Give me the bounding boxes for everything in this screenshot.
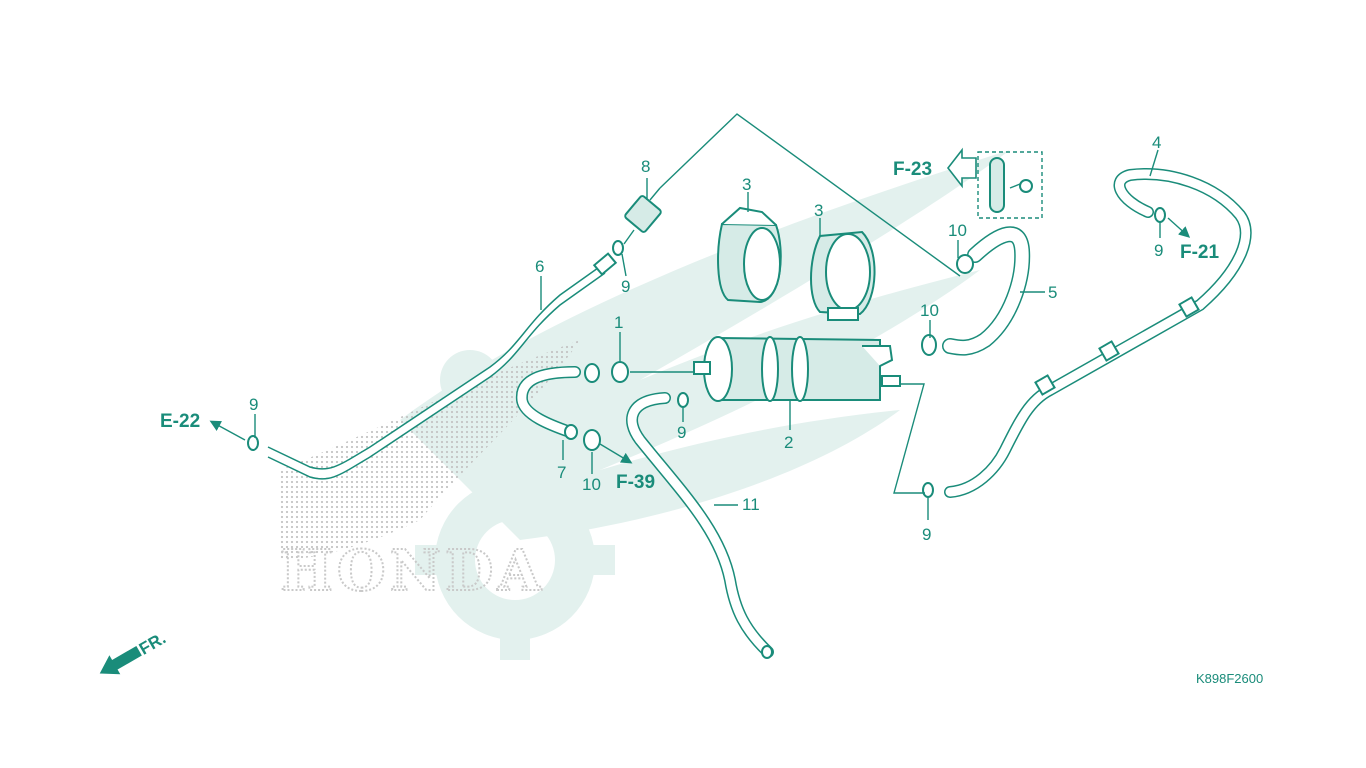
watermark-brand: HONDA — [280, 538, 545, 604]
hose-6 — [264, 252, 618, 480]
front-arrow-icon — [99, 645, 142, 675]
callout-11: 11 — [742, 495, 760, 514]
callout-5: 5 — [1048, 283, 1057, 302]
hose-11 — [626, 392, 774, 659]
hose-7 — [515, 363, 600, 440]
reference-arrow-icon — [946, 147, 977, 189]
ref-f39[interactable]: F-39 — [616, 472, 655, 493]
callout-7: 7 — [557, 463, 566, 482]
callout-9-right: 9 — [1154, 241, 1163, 260]
callout-10-upper: 10 — [948, 221, 967, 240]
hose-4 — [944, 168, 1252, 498]
callout-3-right: 3 — [814, 201, 823, 220]
callout-8: 8 — [641, 157, 650, 176]
ref-f21[interactable]: F-21 — [1180, 242, 1220, 263]
callout-9-center: 9 — [677, 423, 686, 442]
hose-5 — [942, 226, 1031, 356]
valve-8 — [623, 187, 662, 245]
callout-2: 2 — [784, 433, 793, 452]
clamp-3-right — [810, 230, 876, 321]
leader-lines — [209, 113, 1191, 520]
callout-9-valve: 9 — [621, 277, 630, 296]
callout-9-lower: 9 — [922, 525, 931, 544]
ref-e22[interactable]: E-22 — [160, 411, 200, 432]
fuel-filter-2 — [693, 336, 901, 402]
callout-10-middle: 10 — [920, 301, 939, 320]
diagram-code: K898F2600 — [1196, 671, 1263, 686]
callout-10-left: 10 — [582, 475, 601, 494]
callout-3-left: 3 — [742, 175, 751, 194]
ref-f23[interactable]: F-23 — [893, 159, 932, 180]
callout-4: 4 — [1152, 133, 1161, 152]
callout-9-left: 9 — [249, 395, 258, 414]
front-indicator: FR. — [99, 629, 169, 675]
clips — [247, 207, 1166, 498]
callout-6: 6 — [535, 257, 544, 276]
clamp-3-left — [717, 206, 782, 304]
screw-detail-box — [977, 151, 1043, 219]
callout-1: 1 — [614, 313, 623, 332]
